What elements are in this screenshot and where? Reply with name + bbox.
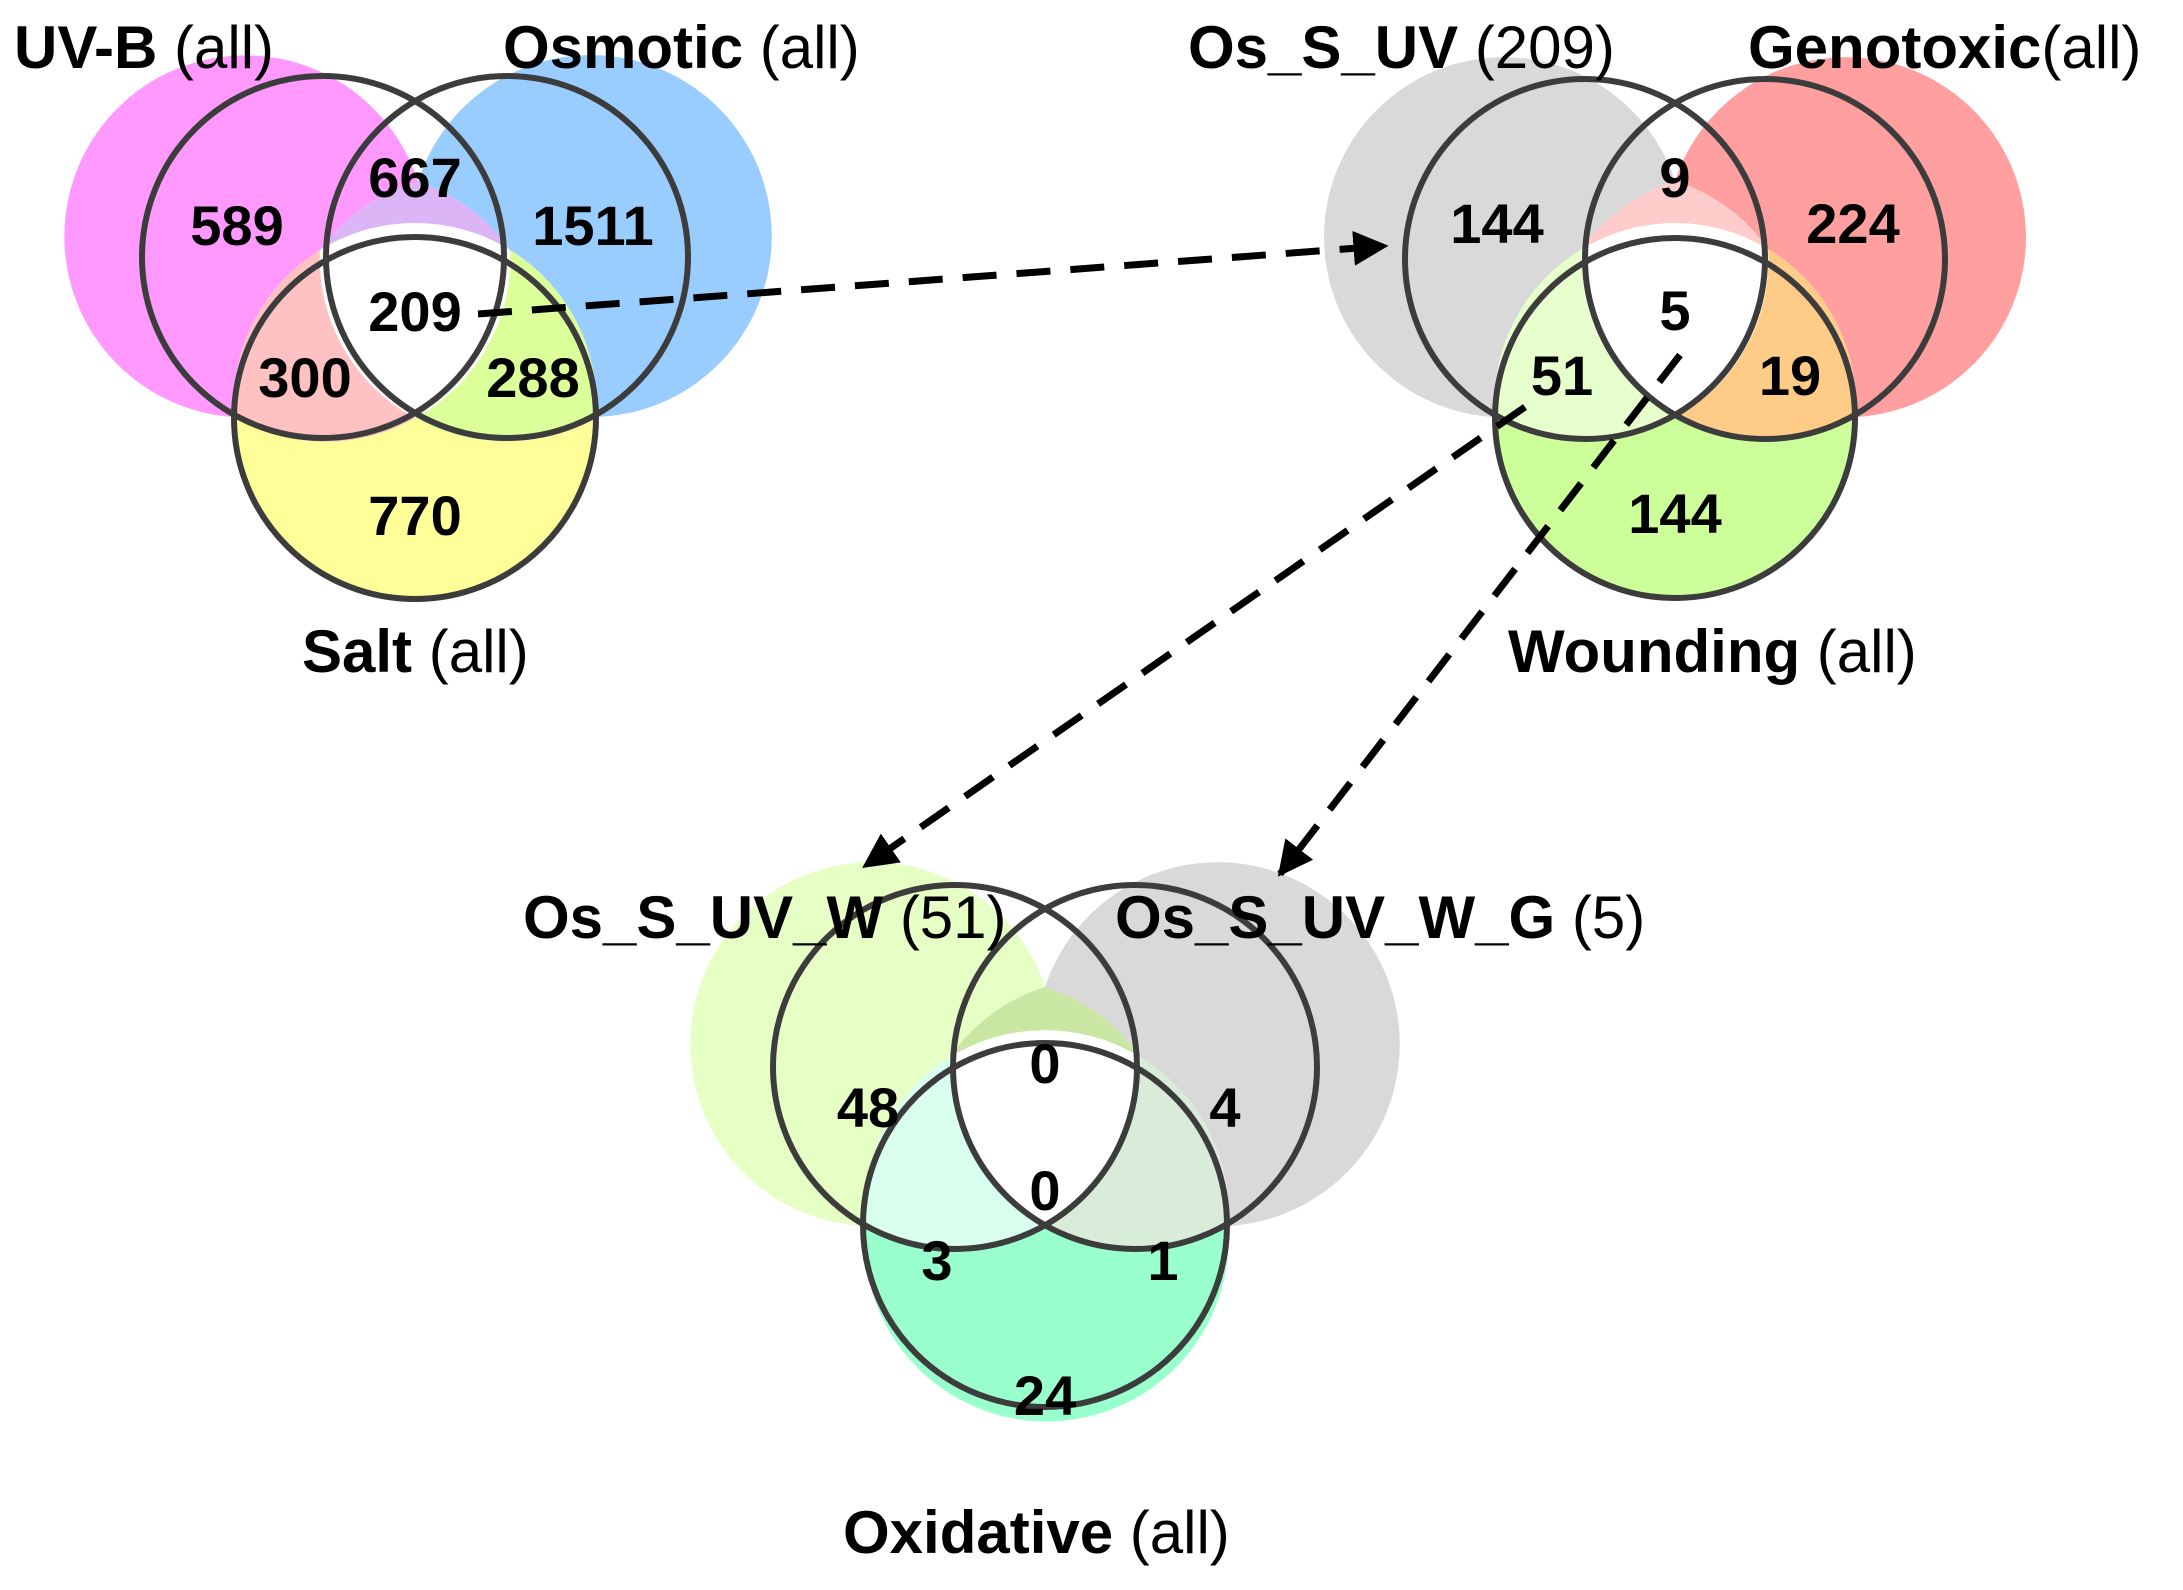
count-os-s-uv-w-only: 48 <box>837 1076 899 1139</box>
label-genotoxic-name: Genotoxic <box>1748 14 2041 81</box>
count-all-three: 209 <box>368 280 461 343</box>
oxidative-circle <box>860 1040 1230 1410</box>
count-salt-only: 770 <box>368 484 461 547</box>
count-uvb-salt: 300 <box>258 346 351 409</box>
count-all-three-2: 5 <box>1659 279 1690 342</box>
label-wounding-name: Wounding <box>1508 618 1800 685</box>
label-uvb-name: UV-B <box>14 14 157 81</box>
arrow-209-to-os-s-uv <box>477 230 1389 318</box>
label-wounding: Wounding (all) <box>1508 618 1917 685</box>
wounding-circle <box>1492 235 1858 601</box>
label-salt-name: Salt <box>302 618 412 685</box>
label-wounding-count: (all) <box>1800 618 1917 685</box>
region-all-three-2 <box>1581 223 1769 418</box>
label-os-s-uv-w-g: Os_S_UV_W_G (5) <box>1115 884 1645 951</box>
count-oxidative-only: 24 <box>1014 1364 1076 1427</box>
venn-os-s-uv-w-oxidative: 48 0 4 0 3 1 24 Os_S_UV_W (51) Os_S_UV_W… <box>523 862 1645 1566</box>
region-genotoxic-only <box>1675 57 2026 417</box>
region-os-s-uv-w-g-only <box>1045 862 1400 1226</box>
count-os-s-uv-w-g-only: 4 <box>1209 1076 1240 1139</box>
label-os-s-uv-w-name: Os_S_UV_W <box>523 884 884 951</box>
label-os-s-uv-name: Os_S_UV <box>1188 14 1458 81</box>
label-salt-count: (all) <box>412 618 529 685</box>
label-oxidative-name: Oxidative <box>843 1499 1113 1566</box>
count-osmotic-salt: 288 <box>486 346 579 409</box>
region-osmotic-only <box>418 55 772 418</box>
count-uvb-only: 589 <box>190 194 283 257</box>
count-all-three-3: 0 <box>1029 1159 1060 1222</box>
arrow-51-to-os-s-uv-w <box>862 404 1527 869</box>
label-genotoxic: Genotoxic(all) <box>1748 14 2141 81</box>
count-genotoxic-only: 224 <box>1806 192 1899 255</box>
label-genotoxic-count: (all) <box>2041 14 2141 81</box>
label-uvb-count: (all) <box>157 14 274 81</box>
label-os-s-uv-w: Os_S_UV_W (51) <box>523 884 1007 951</box>
label-salt: Salt (all) <box>302 618 529 685</box>
count-osmotic-only: 1511 <box>532 194 654 257</box>
region-w-wg <box>950 987 1140 1057</box>
label-osmotic-name: Osmotic <box>503 14 743 81</box>
label-oxidative: Oxidative (all) <box>843 1499 1230 1566</box>
region-salt-only <box>234 417 596 598</box>
label-os-s-uv-count: (209) <box>1458 14 1615 81</box>
region-all-three-3 <box>949 1030 1141 1225</box>
count-os-s-uv-only: 144 <box>1450 192 1543 255</box>
region-os-s-uv-genotoxic <box>1582 181 1768 249</box>
label-osmotic: Osmotic (all) <box>503 14 860 81</box>
venn-uvb-osmotic-salt: 589 667 1511 209 300 288 770 UV-B (all) … <box>14 14 860 685</box>
count-os-s-uv-wounding: 51 <box>1531 344 1593 407</box>
count-w-oxidative: 3 <box>921 1229 952 1292</box>
region-uvb-osmotic <box>320 182 510 250</box>
arrow-5-to-os-s-uv-w-g <box>1277 352 1683 877</box>
label-os-s-uv-w-g-name: Os_S_UV_W_G <box>1115 884 1555 951</box>
region-os-s-uv-only <box>1324 57 1675 418</box>
region-os-s-uv-w-only <box>690 862 1045 1226</box>
salt-circle <box>231 234 599 602</box>
region-oxidative-only <box>864 1225 1229 1422</box>
count-genotoxic-wounding: 19 <box>1759 344 1821 407</box>
label-os-s-uv-w-g-count: (5) <box>1555 884 1645 951</box>
label-os-s-uv-w-count: (51) <box>883 884 1006 951</box>
region-wounding-only <box>1495 417 1855 597</box>
count-wounding-only: 144 <box>1628 482 1721 545</box>
count-wg-oxidative: 1 <box>1147 1229 1178 1292</box>
count-w-wg: 0 <box>1029 1032 1060 1095</box>
count-uvb-osmotic: 667 <box>368 146 461 209</box>
venn-os-s-uv-genotoxic-wounding: 144 9 224 5 51 19 144 Os_S_UV (209) Geno… <box>1188 14 2141 685</box>
label-os-s-uv: Os_S_UV (209) <box>1188 14 1615 81</box>
label-uvb: UV-B (all) <box>14 14 274 81</box>
label-osmotic-count: (all) <box>743 14 860 81</box>
label-oxidative-count: (all) <box>1113 1499 1230 1566</box>
count-os-s-uv-genotoxic: 9 <box>1659 146 1690 209</box>
